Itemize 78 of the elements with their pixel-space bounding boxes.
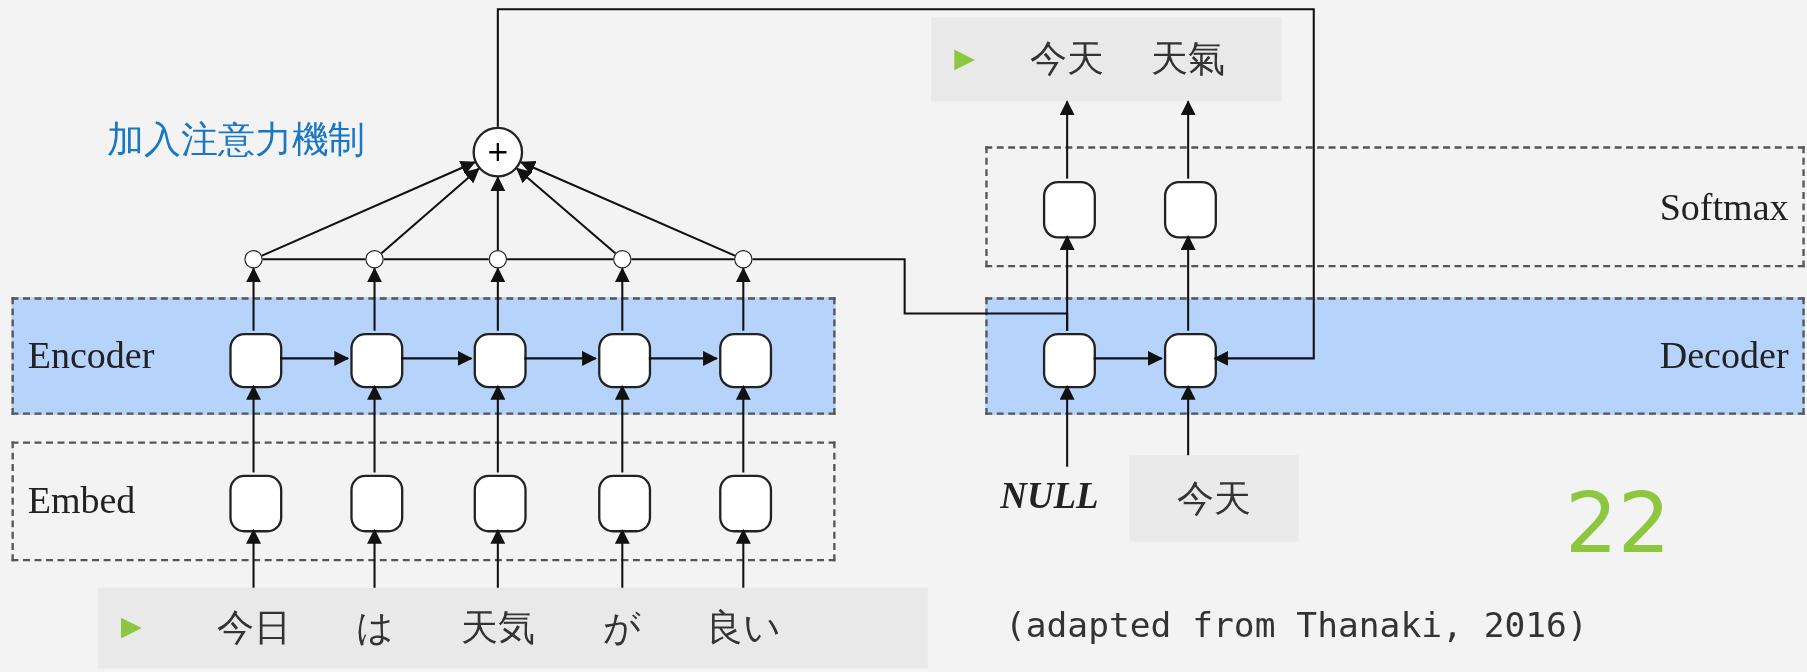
input-token: NULL bbox=[1000, 466, 1128, 525]
arrow bbox=[516, 167, 616, 255]
token-word: が bbox=[562, 587, 683, 669]
attention-note: 加入注意力機制 bbox=[107, 116, 366, 164]
junction-circle bbox=[365, 250, 384, 269]
arrow bbox=[490, 176, 506, 251]
layer-label: Decoder bbox=[1659, 334, 1789, 378]
arrow bbox=[380, 167, 480, 255]
layer-label: Embed bbox=[27, 480, 136, 523]
layer-band bbox=[985, 146, 1805, 268]
arrow bbox=[261, 160, 476, 257]
arrow bbox=[614, 267, 630, 331]
rounded-cell bbox=[350, 333, 404, 389]
arrow bbox=[1180, 100, 1196, 179]
arrow bbox=[367, 267, 383, 331]
arrow bbox=[1059, 384, 1075, 467]
arrow bbox=[1059, 100, 1075, 179]
rounded-cell bbox=[1042, 333, 1096, 389]
arrow bbox=[246, 384, 261, 473]
rounded-cell bbox=[229, 474, 283, 533]
junction-circle bbox=[613, 250, 632, 269]
arrow bbox=[614, 384, 630, 473]
token-word: 今日 bbox=[193, 587, 314, 669]
connector-line bbox=[383, 258, 489, 261]
rounded-cell bbox=[473, 474, 527, 533]
connector-line bbox=[507, 258, 614, 261]
arrow bbox=[735, 384, 751, 473]
rounded-cell bbox=[598, 474, 652, 533]
layer-label: Encoder bbox=[27, 334, 155, 378]
arrow bbox=[614, 528, 630, 588]
rounded-cell bbox=[473, 333, 527, 389]
junction-circle bbox=[734, 250, 753, 269]
layer-band bbox=[985, 297, 1805, 415]
arrow bbox=[246, 267, 261, 331]
layer-band bbox=[11, 441, 836, 562]
source-citation: (adapted from Thanaki, 2016) bbox=[1004, 605, 1588, 646]
arrow bbox=[1093, 350, 1163, 366]
rounded-cell bbox=[598, 333, 652, 389]
rounded-cell bbox=[229, 333, 283, 389]
rounded-cell bbox=[350, 474, 404, 533]
token-word: 天気 bbox=[437, 587, 558, 669]
arrow bbox=[401, 350, 473, 366]
rounded-cell bbox=[719, 474, 773, 533]
text-panel bbox=[931, 17, 1282, 102]
slide-number: 22 bbox=[1565, 474, 1671, 572]
rounded-cell bbox=[1163, 333, 1217, 389]
arrow bbox=[367, 528, 383, 588]
layer-label: Softmax bbox=[1659, 185, 1789, 229]
rounded-cell bbox=[1042, 180, 1096, 239]
arrow bbox=[1180, 235, 1196, 331]
text-panel bbox=[97, 587, 928, 669]
arrow bbox=[496, 8, 1315, 366]
rounded-cell bbox=[719, 333, 773, 389]
arrow bbox=[524, 350, 598, 366]
arrow bbox=[1180, 384, 1196, 456]
layer-band bbox=[11, 297, 836, 415]
arrow bbox=[490, 528, 506, 588]
input-token: 今天 bbox=[1129, 455, 1299, 542]
arrow bbox=[367, 384, 383, 473]
token-word: 天氣 bbox=[1130, 17, 1246, 102]
junction-circle bbox=[244, 250, 263, 269]
arrow bbox=[280, 350, 350, 366]
arrow bbox=[1059, 235, 1075, 331]
arrow bbox=[490, 267, 506, 331]
arrow bbox=[490, 384, 506, 473]
token-word: 今天 bbox=[1009, 17, 1125, 102]
sum-node: + bbox=[472, 126, 524, 178]
arrow bbox=[735, 267, 751, 331]
junction-circle bbox=[488, 250, 508, 269]
arrow bbox=[246, 528, 261, 588]
arrow bbox=[519, 160, 736, 257]
token-word: 良い bbox=[683, 587, 804, 669]
connector-line bbox=[631, 258, 735, 261]
connector-line bbox=[262, 258, 366, 261]
token-word: は bbox=[314, 587, 435, 669]
arrow bbox=[735, 528, 751, 588]
rounded-cell bbox=[1163, 180, 1217, 239]
arrow bbox=[648, 350, 719, 366]
